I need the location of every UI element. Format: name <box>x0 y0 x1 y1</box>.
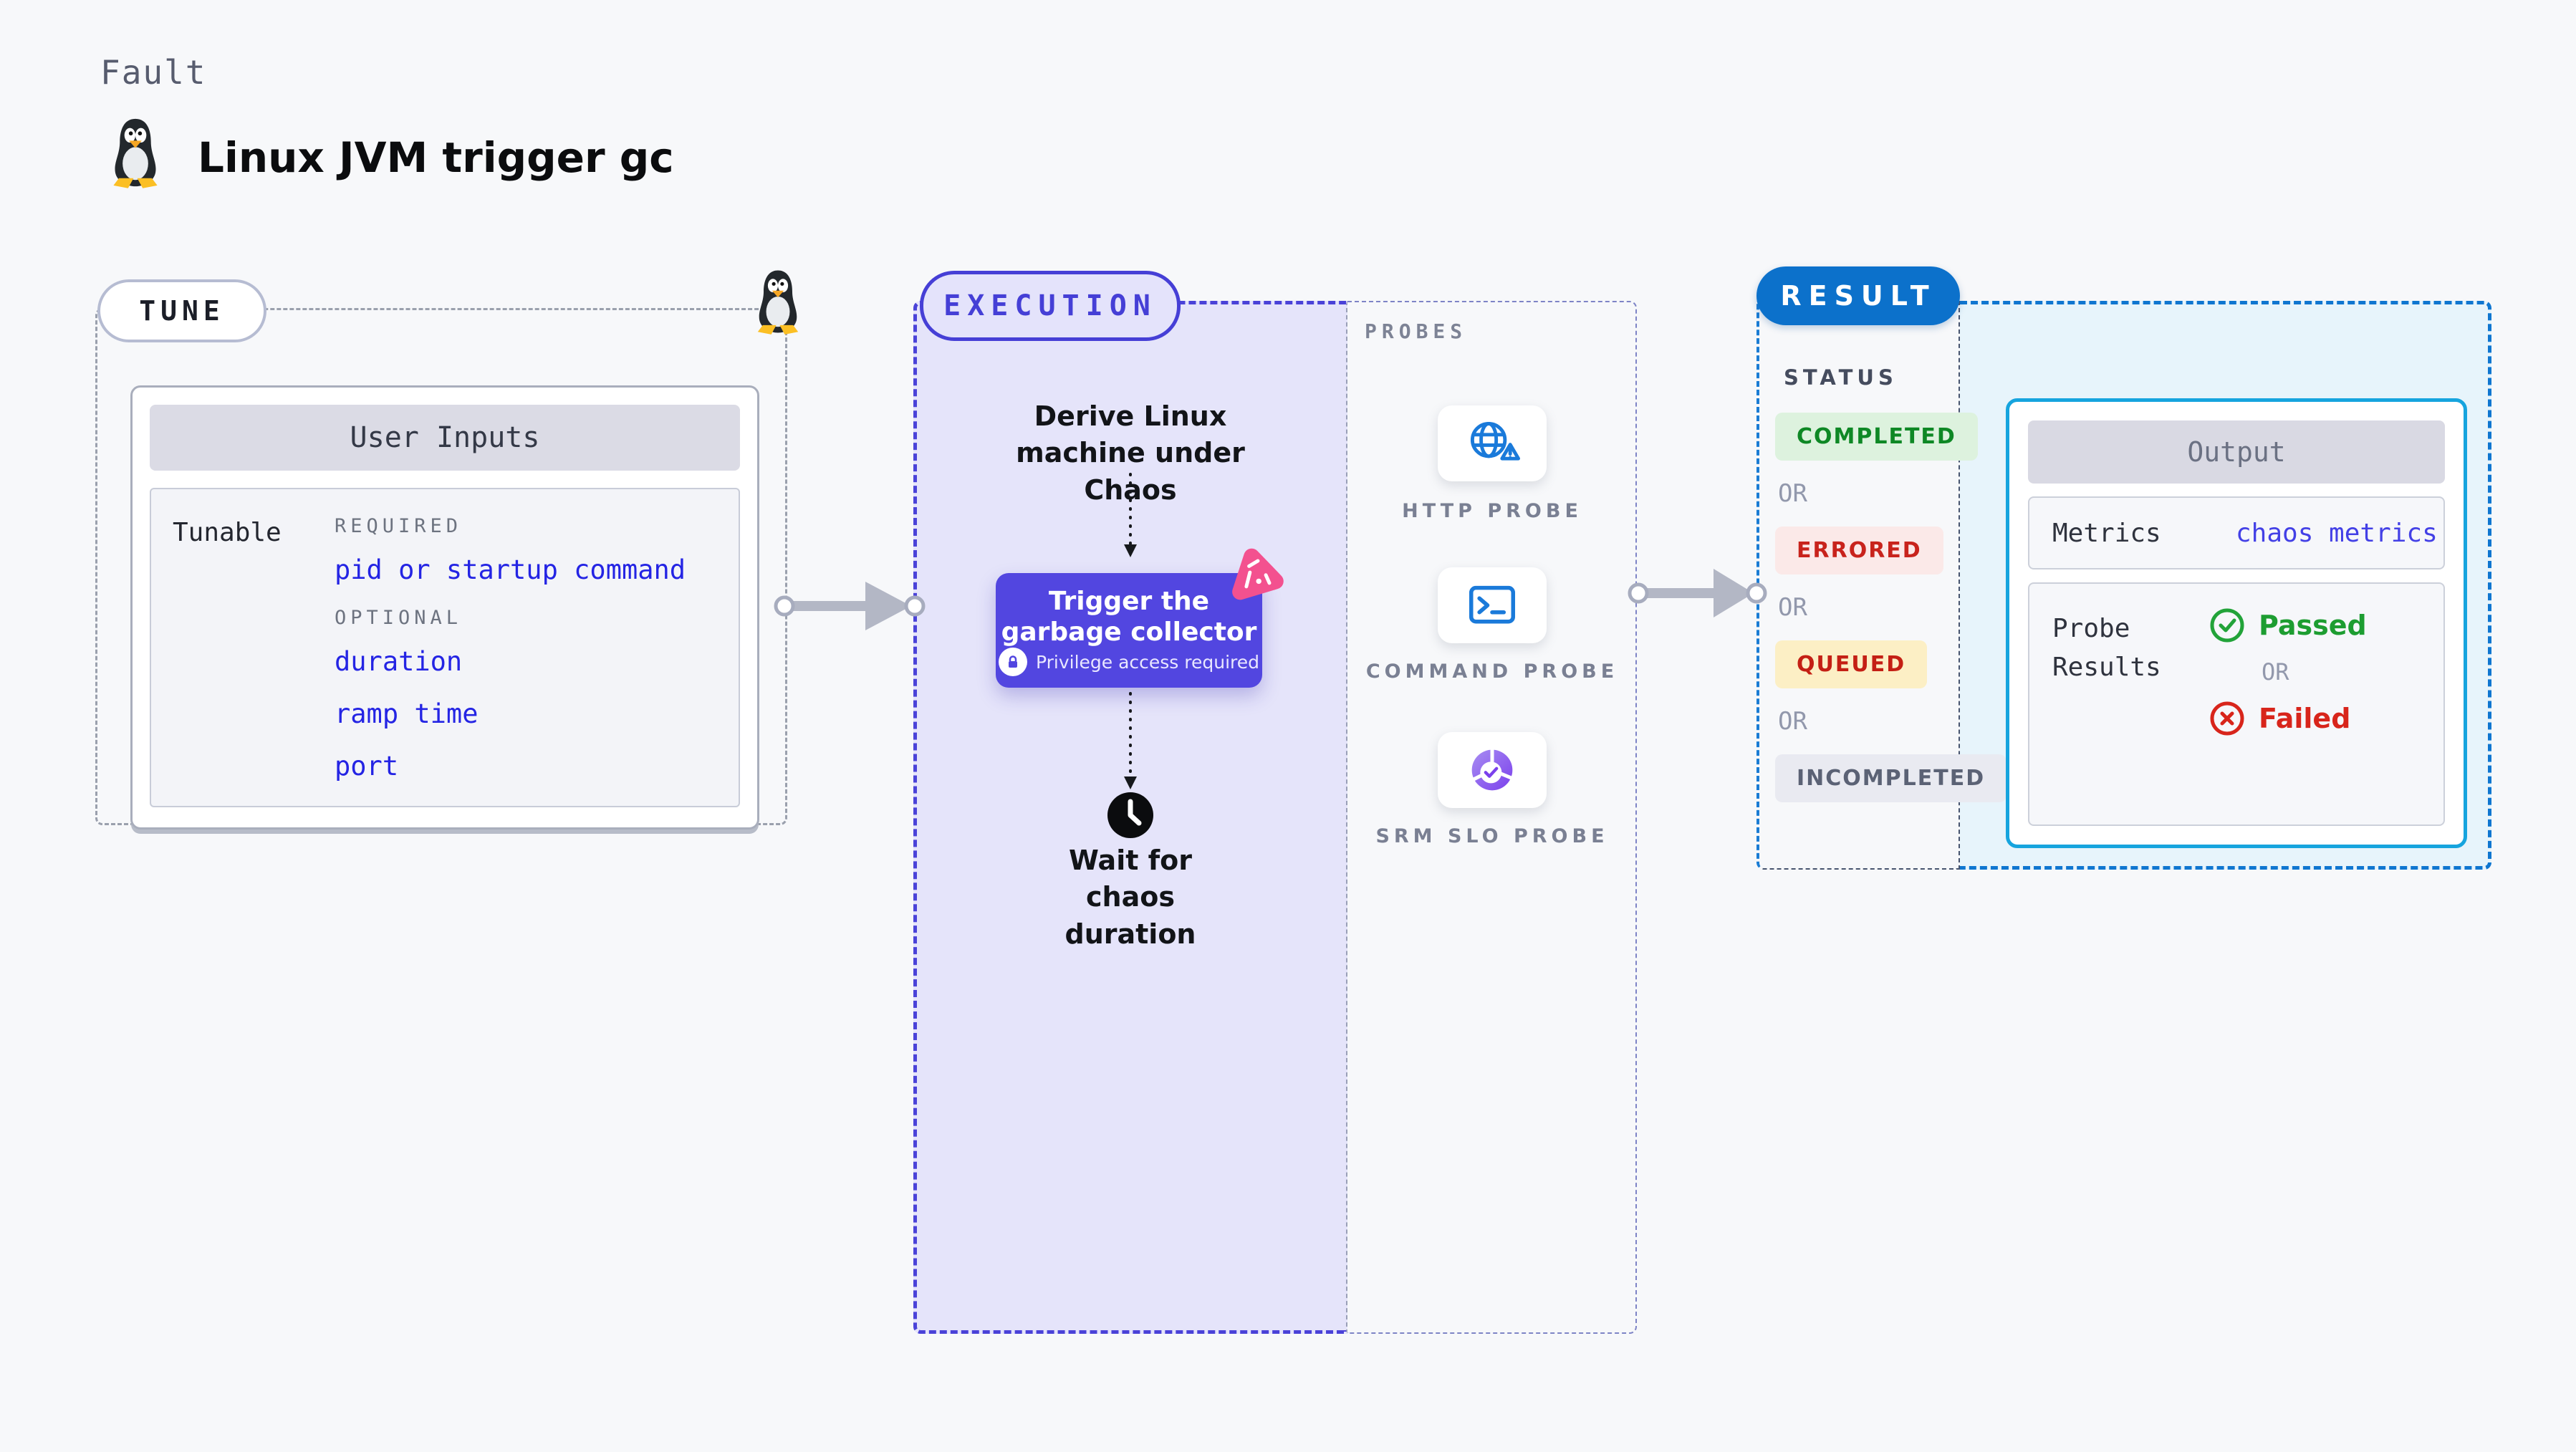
or-separator: OR <box>2262 658 2289 686</box>
slo-pie-icon <box>1471 747 1514 791</box>
user-inputs-card: User Inputs Tunable REQUIRED pid or star… <box>130 385 759 830</box>
tunable-label: Tunable <box>173 518 282 547</box>
param-duration[interactable]: duration <box>335 646 463 677</box>
wait-step-text: Wait for chaos duration <box>1064 845 1196 950</box>
derive-step-text: Derive Linux machine under Chaos <box>1016 400 1245 506</box>
or-separator: OR <box>1778 593 1807 622</box>
passed-label: Passed <box>2259 610 2367 641</box>
status-badge-errored: ERRORED <box>1775 527 1943 574</box>
param-pid-or-startup-command[interactable]: pid or startup command <box>335 554 686 585</box>
user-inputs-body: Tunable REQUIRED pid or startup command … <box>150 488 740 807</box>
failed-label: Failed <box>2259 703 2351 734</box>
probes-title: PROBES <box>1365 319 1468 343</box>
trigger-gc-action-card[interactable]: Trigger the garbage collector Privilege … <box>996 573 1262 688</box>
trigger-gc-label: Trigger the garbage collector <box>1001 587 1257 648</box>
or-separator: OR <box>1778 479 1807 508</box>
down-arrow-icon <box>1124 473 1137 557</box>
required-label: REQUIRED <box>335 515 463 537</box>
command-probe-card[interactable] <box>1438 567 1547 643</box>
execution-pill: EXECUTION <box>920 271 1181 341</box>
chaos-experiment-icon <box>1232 548 1284 600</box>
passed-row: Passed <box>2209 607 2367 644</box>
x-circle-icon <box>2210 701 2244 736</box>
status-badge-incompleted: INCOMPLETED <box>1775 754 2007 802</box>
http-probe-label: HTTP PROBE <box>1402 500 1582 522</box>
failed-row: Failed <box>2209 700 2350 737</box>
command-probe-label: COMMAND PROBE <box>1365 660 1619 683</box>
http-probe-card[interactable] <box>1438 405 1547 481</box>
metrics-row: Metrics chaos metrics <box>2028 496 2445 569</box>
output-title: Output <box>2028 420 2445 484</box>
tune-pill: TUNE <box>97 279 266 342</box>
privilege-note: Privilege access required <box>1035 651 1260 673</box>
chaos-metrics-link[interactable]: chaos metrics <box>2236 518 2438 548</box>
user-inputs-title: User Inputs <box>150 405 740 471</box>
metrics-label: Metrics <box>2052 518 2161 548</box>
lock-icon <box>998 648 1027 676</box>
page-title: Linux JVM trigger gc <box>198 133 674 182</box>
param-port[interactable]: port <box>335 751 399 782</box>
tux-penguin-icon <box>757 270 799 335</box>
status-badge-queued: QUEUED <box>1775 640 1928 688</box>
globe-alert-icon <box>1470 421 1520 461</box>
terminal-icon <box>1469 585 1516 624</box>
result-pill: RESULT <box>1756 266 1960 325</box>
probe-results-label: Probe Results <box>2052 614 2161 682</box>
clock-icon <box>1107 792 1153 838</box>
status-title: STATUS <box>1784 365 1898 390</box>
check-circle-icon <box>2210 608 2244 643</box>
down-arrow-icon <box>1124 692 1137 789</box>
or-separator: OR <box>1778 707 1807 736</box>
status-list: COMPLETED OR ERRORED OR QUEUED OR INCOMP… <box>1775 413 2007 802</box>
probes-section-box <box>1347 301 1637 1334</box>
output-panel: Output Metrics chaos metrics Probe Resul… <box>2006 398 2467 848</box>
probe-results-row: Probe Results Passed OR Failed <box>2028 582 2445 826</box>
optional-label: OPTIONAL <box>335 607 463 629</box>
status-badge-completed: COMPLETED <box>1775 413 1978 461</box>
fault-kicker: Fault <box>100 53 207 92</box>
tux-penguin-icon <box>113 118 158 188</box>
srm-slo-probe-card[interactable] <box>1438 732 1547 808</box>
srm-slo-probe-label: SRM SLO PROBE <box>1375 825 1609 847</box>
param-ramp-time[interactable]: ramp time <box>335 698 479 729</box>
